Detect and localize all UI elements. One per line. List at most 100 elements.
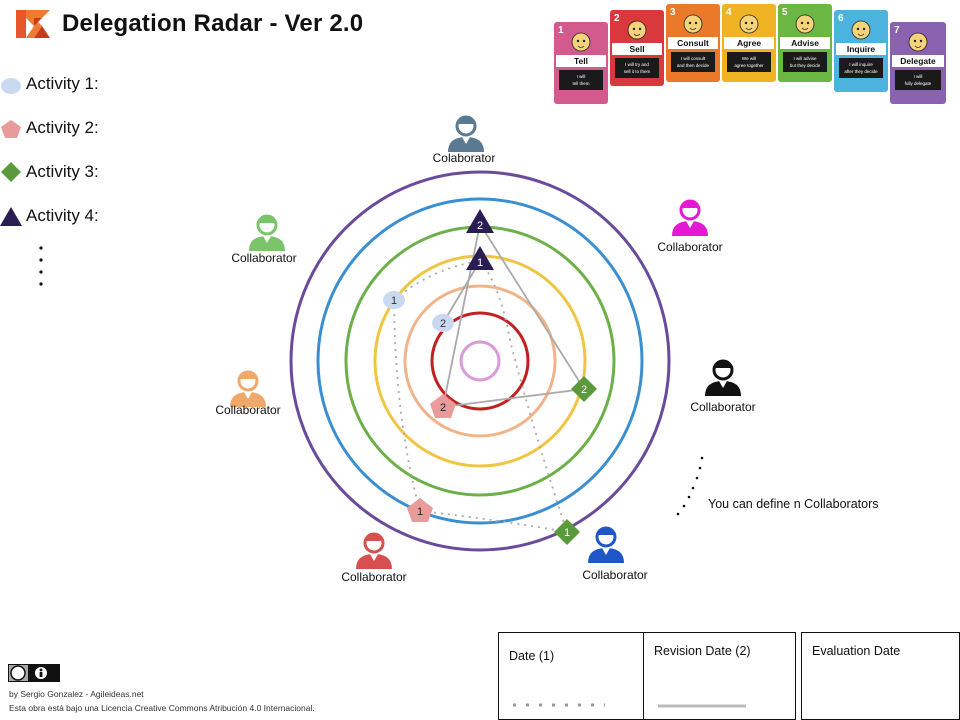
card-subtitle-box	[839, 58, 883, 78]
diamond-icon	[1, 162, 21, 182]
activity-3-marker: 1	[554, 519, 580, 545]
activity-4-marker: 2	[466, 209, 494, 233]
card-name-band	[724, 37, 774, 49]
date-box-3[interactable]: Evaluation Date	[801, 632, 960, 720]
pentagon-icon	[430, 394, 456, 418]
card-subtitle-box	[783, 52, 827, 72]
marker-label: 1	[564, 527, 570, 539]
card-name-band	[892, 55, 944, 67]
card-subtitle: tell them	[572, 81, 589, 86]
legend-label: Activity 3:	[26, 162, 99, 181]
radar-ring-level-7	[289, 170, 671, 552]
marker-label: 1	[391, 295, 397, 307]
card-name-band	[836, 43, 886, 55]
radar-ring-level-3	[403, 284, 557, 438]
activity-path-dotted	[419, 510, 568, 533]
legend-label: Activity 2:	[26, 118, 99, 137]
card-name: Advise	[791, 38, 819, 48]
marker-label: 2	[440, 318, 446, 330]
date-box-2[interactable]: Revision Date (2)	[643, 632, 796, 720]
pentagon-icon	[1, 120, 21, 138]
legend-activity-4: Activity 4:	[0, 204, 99, 228]
card-subtitle: fully delegate	[905, 81, 932, 86]
card-name-band	[668, 37, 718, 49]
person-icon	[249, 214, 285, 251]
marker-label: 2	[440, 402, 446, 414]
activity-2-marker: 2	[430, 394, 456, 418]
activity-path-solid	[442, 260, 481, 324]
card-name: Sell	[629, 44, 644, 54]
card-number: 3	[670, 7, 676, 18]
card-number: 1	[558, 25, 564, 36]
card-subtitle: after they decide	[844, 69, 878, 74]
person-icon	[672, 199, 708, 236]
card-subtitle: I will consult	[681, 56, 706, 61]
collaborator-4: Collaborator	[582, 526, 648, 582]
card-subtitle: I will	[577, 74, 586, 79]
card-name: Tell	[574, 56, 588, 66]
date-box-1[interactable]: Date (1)	[498, 632, 644, 720]
card-subtitle-box	[895, 70, 941, 90]
person-icon	[588, 526, 624, 563]
card-subtitle: We will	[742, 56, 756, 61]
license-text: Esta obra está bajo una Licencia Creativ…	[9, 703, 315, 713]
radar-ring-level-2	[430, 311, 530, 411]
marker-label: 2	[477, 220, 483, 232]
activity-1-marker: 2	[432, 314, 454, 332]
card-name: Consult	[677, 38, 709, 48]
pentagon-icon	[407, 498, 433, 522]
activity-3-marker: 2	[571, 376, 597, 402]
collaborator-label: Collaborator	[231, 251, 296, 265]
card-name: Inquire	[847, 44, 876, 54]
face-icon	[851, 20, 871, 40]
legend-label: Activity 4:	[26, 206, 99, 225]
activity-1-marker: 1	[383, 291, 405, 309]
face-icon	[908, 32, 928, 52]
date-box-label: Evaluation Date	[812, 644, 901, 658]
face-icon	[739, 14, 759, 34]
collaborator-label: Collaborator	[582, 568, 647, 582]
card-name-band	[612, 43, 662, 55]
marker-label: 1	[477, 257, 483, 269]
creative-commons-badge-icon	[8, 664, 60, 682]
card-subtitle: sell it to them	[624, 69, 651, 74]
collaborator-label: Colaborator	[433, 151, 496, 165]
define-collaborators-note: You can define n Collaborators	[708, 497, 879, 511]
ellipse-icon	[432, 314, 454, 332]
page-title: Delegation Radar - Ver 2.0	[62, 10, 364, 37]
author-credit: by Sergio Gonzalez - Agileideas.net	[9, 689, 144, 699]
card-subtitle: I will inquire	[849, 62, 873, 67]
more-activities-dots	[39, 246, 43, 286]
card-name-band	[556, 55, 606, 67]
activity-4-marker: 1	[466, 246, 494, 270]
legend-activity-1: Activity 1:	[0, 72, 99, 96]
card-name: Delegate	[900, 56, 936, 66]
card-number: 7	[894, 25, 900, 36]
diamond-icon	[571, 376, 597, 402]
collaborator-label: Collaborator	[215, 403, 280, 417]
legend-activity-3: Activity 3:	[0, 160, 99, 184]
card-subtitle: I will advise	[793, 56, 817, 61]
face-icon	[795, 14, 815, 34]
person-icon	[705, 359, 741, 396]
triangle-icon	[466, 246, 494, 270]
collaborator-7: Collaborator	[231, 214, 297, 265]
card-number: 6	[838, 13, 844, 24]
collaborator-label: Collaborator	[690, 400, 755, 414]
card-subtitle: I will	[914, 74, 923, 79]
collaborator-3: Collaborator	[690, 359, 756, 414]
card-name: Agree	[737, 38, 761, 48]
card-number: 5	[782, 7, 788, 18]
card-name-band	[780, 37, 830, 49]
dotted-placeholder	[513, 703, 605, 707]
collaborator-label: Collaborator	[341, 570, 406, 584]
card-subtitle: and then decide	[677, 63, 710, 68]
card-number: 4	[726, 7, 732, 18]
diamond-icon	[554, 519, 580, 545]
app-logo-icon	[16, 10, 50, 38]
legend-activity-2: Activity 2:	[0, 116, 99, 140]
